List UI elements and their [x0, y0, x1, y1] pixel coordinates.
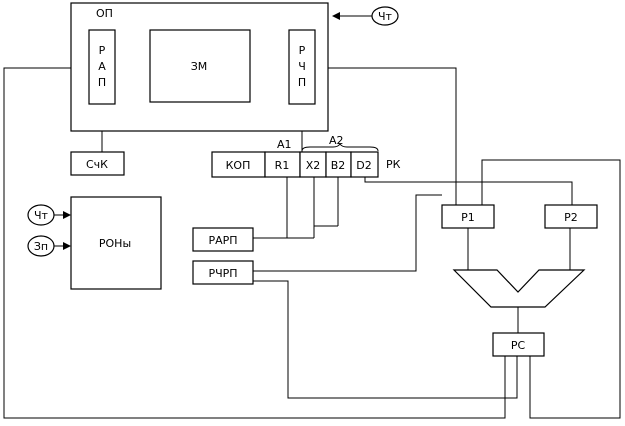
rk-field-b2 [325, 151, 352, 178]
rchp-label-3: П [298, 76, 306, 89]
rchrp-label: РЧРП [208, 267, 237, 280]
zm-label: ЗМ [191, 60, 208, 73]
rchp-label-2: Ч [298, 60, 306, 73]
rk-field-x2 [299, 151, 327, 178]
rap-label-1: Р [99, 44, 106, 57]
arrow-zap-rony-icon [63, 242, 71, 250]
alu-adder [452, 269, 586, 308]
rs-label: РС [511, 339, 526, 352]
chit-left-label: Чт [34, 209, 49, 222]
rk-field-d2 [350, 151, 379, 178]
rony-label: РОНы [99, 237, 131, 250]
rs-register [492, 332, 545, 357]
wire-rchp-p1 [315, 67, 457, 205]
rk-field-r1 [264, 151, 301, 178]
wire-rchrp-p1 [253, 194, 442, 272]
rap-label-2: А [98, 60, 106, 73]
rk-x2-label: X2 [306, 159, 321, 172]
rk-r1-label: R1 [275, 159, 290, 172]
p2-label: Р2 [564, 211, 578, 224]
zm-block [149, 29, 251, 103]
rchp-label-1: Р [299, 44, 306, 57]
rk-b2-label: B2 [331, 159, 346, 172]
zap-signal [27, 235, 55, 257]
rk-name-label: РК [386, 158, 401, 171]
rk-d2-label: D2 [356, 159, 371, 172]
rchrp-register [192, 260, 254, 285]
rarp-register [192, 227, 254, 252]
rk-a1-label: А1 [277, 138, 292, 151]
chit-signal [371, 6, 399, 26]
zap-label: Зп [34, 240, 48, 253]
wire-rchrp-rs [253, 280, 518, 399]
rchp-register [288, 29, 316, 105]
rarp-label: РАРП [208, 234, 237, 247]
op-label: ОП [96, 7, 113, 20]
chit-label: Чт [378, 10, 393, 23]
rk-a2-brace [301, 143, 379, 152]
wire-rap-loop [3, 67, 506, 419]
p2-register [544, 204, 598, 229]
rap-register [88, 29, 116, 105]
schk-counter [70, 151, 125, 176]
chit-left-signal [27, 204, 55, 226]
rap-label-3: П [98, 76, 106, 89]
rony-block [70, 196, 162, 290]
wire-rs-loop [481, 159, 621, 419]
schk-label: СчК [86, 158, 108, 171]
p1-label: Р1 [461, 211, 475, 224]
p1-register [441, 204, 495, 229]
arrow-chit-rony-icon [63, 211, 71, 219]
wire-d2-p2 [364, 177, 573, 205]
rk-kop-label: КОП [226, 159, 251, 172]
arrow-cht-op-icon [332, 12, 340, 20]
wires [3, 15, 621, 419]
